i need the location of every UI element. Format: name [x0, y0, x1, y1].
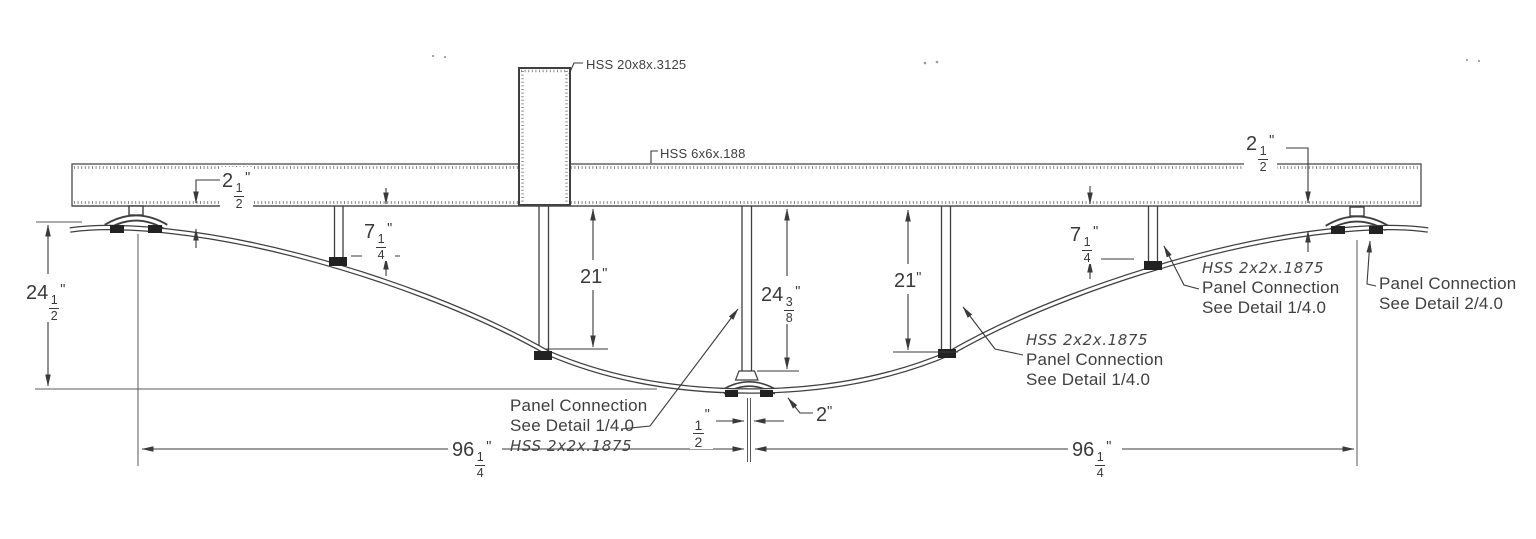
dim-unit: "	[60, 282, 67, 298]
note-line: See Detail 1/4.0	[1202, 298, 1327, 317]
dim-unit: "	[1093, 224, 1100, 240]
note-line: See Detail 1/4.0	[510, 416, 635, 435]
dim-unit: "	[387, 221, 394, 237]
note-midright-panel-connection: HSS 2x2x.1875 Panel Connection See Detai…	[1026, 330, 1163, 390]
note-line-handwritten: HSS 2x2x.1875	[1026, 331, 1149, 349]
top-chord-beam	[71, 163, 1422, 207]
dim-whole: 2	[816, 404, 828, 427]
dim-whole: 7	[1070, 224, 1082, 247]
end-connection-left	[104, 205, 168, 231]
dim-whole: 2	[1246, 133, 1258, 156]
dim-unit: "	[916, 270, 923, 286]
dim-unit: "	[602, 266, 609, 282]
note-line: Panel Connection	[1202, 278, 1340, 297]
dimension-2: 2"	[814, 401, 836, 427]
dim-unit: "	[1269, 133, 1276, 149]
dim-unit: "	[704, 407, 711, 423]
center-strut-foot	[734, 370, 759, 381]
dim-unit: "	[245, 170, 252, 186]
dimension-21-right: 21"	[892, 267, 925, 293]
dim-whole: 96	[1072, 439, 1095, 462]
note-line: See Detail 2/4.0	[1379, 294, 1504, 313]
scan-specks	[431, 54, 1481, 65]
dim-whole: 2	[222, 170, 234, 193]
note-line: See Detail 1/4.0	[1026, 370, 1151, 389]
dim-whole: 7	[364, 221, 376, 244]
note-line-handwritten: HSS 2x2x.1875	[510, 437, 633, 455]
dim-whole: 24	[26, 282, 49, 305]
dimension-21-left: 21"	[578, 263, 611, 289]
dimension-lines	[45, 147, 1355, 452]
note-right-outer-panel-connection: Panel Connection See Detail 2/4.0	[1379, 274, 1516, 314]
note-right-inner-panel-connection: HSS 2x2x.1875 Panel Connection See Detai…	[1202, 258, 1339, 318]
note-center-panel-connection: Panel Connection See Detail 1/4.0 HSS 2x…	[510, 396, 647, 456]
dim-whole: 96	[452, 439, 475, 462]
dim-unit: "	[827, 404, 834, 420]
top-chord-label: HSS 6x6x.188	[660, 146, 746, 161]
note-line: Panel Connection	[1026, 350, 1164, 369]
dim-whole: 21	[580, 266, 603, 289]
dim-unit: "	[795, 284, 802, 300]
bottom-chord-curve	[69, 224, 1429, 394]
note-line-handwritten: HSS 2x2x.1875	[1202, 259, 1325, 277]
note-line: Panel Connection	[1379, 274, 1517, 293]
post-member	[518, 67, 571, 206]
dim-whole: 24	[761, 284, 784, 307]
hanger-struts	[333, 206, 1159, 371]
post-member-label: HSS 20x8x.3125	[586, 57, 687, 72]
extension-lines	[35, 221, 1358, 466]
dim-unit: "	[1106, 439, 1113, 455]
connection-pads	[110, 225, 1383, 397]
note-line: Panel Connection	[510, 396, 648, 415]
dim-whole: 21	[894, 270, 917, 293]
end-connection-right	[1325, 206, 1389, 232]
dim-unit: "	[486, 439, 493, 455]
label-leaders	[568, 62, 1377, 430]
